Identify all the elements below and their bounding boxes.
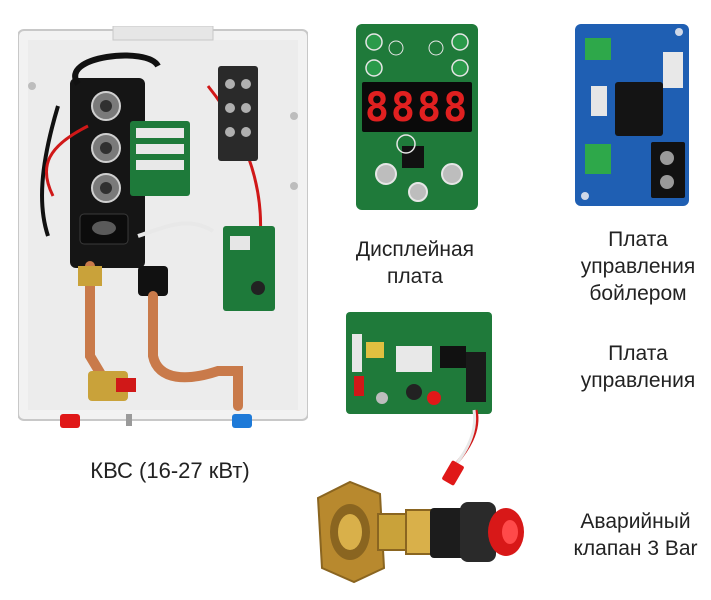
boiler-board-label-line-2: управления — [580, 255, 696, 278]
display-board-label-line-1: Дисплейная — [355, 238, 475, 261]
safety-valve-label: Аварийный клапан 3 Bar — [560, 508, 711, 562]
boiler-board-label: Плата управления бойлером — [565, 226, 711, 307]
control-board-photo — [346, 312, 492, 492]
boiler-board-label-line-3: бойлером — [589, 282, 687, 305]
safety-valve-label-line-1: Аварийный — [580, 510, 691, 533]
heater-label: КВС (16-27 кВт) — [90, 458, 250, 483]
display-board-label-line-2: плата — [387, 265, 443, 288]
display-board-label: Дисплейная плата — [330, 236, 500, 290]
led-digits: 8888 — [365, 85, 469, 131]
boiler-board-photo — [575, 24, 689, 206]
safety-valve-photo — [310, 478, 532, 586]
control-board-label: Плата управления — [565, 340, 711, 394]
boiler-board-label-line-1: Плата — [608, 228, 668, 251]
control-board-label-line-1: Плата — [608, 342, 668, 365]
heater-photo — [18, 26, 308, 436]
safety-valve-label-line-2: клапан 3 Bar — [573, 537, 698, 560]
display-board-photo: 8888 — [356, 24, 478, 210]
control-board-label-line-2: управления — [580, 369, 696, 392]
